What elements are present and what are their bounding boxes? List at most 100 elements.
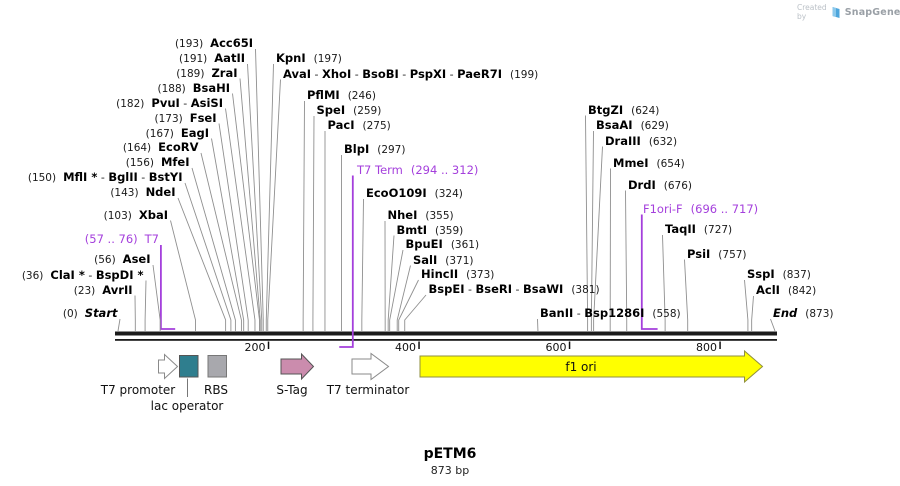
leader-line	[625, 190, 628, 331]
primer-annotation[interactable]	[159, 245, 176, 330]
feature-label-f1-ori: f1 ori	[565, 360, 596, 374]
primer-label[interactable]: T7 Term(294 .. 312)	[357, 162, 479, 177]
leader-line	[302, 100, 305, 331]
restriction-site-label[interactable]: (173)FseI	[154, 110, 217, 125]
restriction-site-label[interactable]: (182)PvuI - AsiSI	[116, 95, 223, 110]
restriction-site-label[interactable]: PsiI(757)	[687, 246, 747, 261]
restriction-site-label[interactable]: (191)AatII	[179, 51, 245, 65]
leader-line	[404, 294, 427, 331]
restriction-site-label[interactable]: KpnI(197)	[276, 51, 342, 65]
restriction-site-label[interactable]: DraIII(632)	[605, 133, 678, 148]
restriction-site-label[interactable]: EcoO109I(324)	[366, 186, 463, 200]
leader-line	[267, 79, 281, 331]
restriction-site-label[interactable]: (164)EcoRV	[122, 140, 199, 154]
primer-label[interactable]: (57 .. 76)T7	[84, 232, 159, 246]
restriction-site-label[interactable]: SspI(837)	[747, 267, 811, 281]
restriction-site-label[interactable]: BspEI - BseRI - BsaWI(381)	[428, 282, 600, 296]
restriction-site-label[interactable]: (167)EagI	[145, 125, 209, 140]
leader-line	[184, 182, 232, 331]
restriction-site-label[interactable]: HincII(373)	[421, 267, 495, 281]
axis-tick-label: 800	[696, 341, 717, 354]
leader-line	[200, 152, 242, 331]
restriction-site-label[interactable]: DrdI(676)	[628, 177, 692, 192]
leader-line	[265, 63, 274, 331]
leader-line	[239, 78, 261, 331]
leader-line	[590, 130, 594, 331]
backbone-line-2	[115, 339, 777, 341]
feature-label-lac-operator: lac operator	[150, 399, 224, 413]
feature-label-rbs: RBS	[204, 383, 228, 397]
axis-tick	[267, 341, 270, 349]
restriction-site-label[interactable]: SpeI(259)	[316, 103, 382, 117]
leader-line	[170, 220, 196, 331]
axis-tick	[418, 341, 420, 349]
backbone-line	[115, 331, 777, 336]
restriction-site-label[interactable]: AclI(842)	[756, 283, 817, 297]
restriction-site-label[interactable]: (103)XbaI	[103, 207, 168, 222]
leader-line	[396, 265, 411, 331]
leader-line	[751, 295, 754, 331]
plasmid-size: 873 bp	[430, 464, 470, 477]
feature-label-s-tag: S-Tag	[276, 383, 308, 397]
plasmid-title: pETM6	[423, 446, 477, 462]
leader-line	[744, 279, 749, 331]
axis-tick	[719, 341, 721, 349]
restriction-site-label[interactable]: (56)AseI	[94, 252, 151, 266]
leader-line	[387, 235, 395, 331]
leader-line	[361, 198, 364, 331]
leader-line	[662, 234, 666, 331]
leader-line	[225, 108, 256, 331]
restriction-site-label[interactable]: PacI(275)	[327, 118, 391, 132]
restriction-site-label[interactable]: (23)AvrII	[73, 282, 133, 297]
axis-tick	[568, 341, 571, 349]
restriction-site-label[interactable]: (143)NdeI	[110, 185, 176, 199]
restriction-site-label[interactable]: BtgZI(624)	[588, 102, 660, 117]
leader-line	[312, 115, 315, 331]
snapgene-logo-icon	[831, 6, 841, 19]
axis-tick-label: 200	[245, 341, 266, 354]
restriction-site-label[interactable]: AvaI - XhoI - BsoBI - PspXI - PaeR7I(199…	[283, 66, 539, 81]
leader-line	[585, 115, 589, 331]
restriction-site-label[interactable]: (193)Acc65I	[174, 36, 253, 50]
restriction-site-label[interactable]: BanII - Bsp1286I(558)	[540, 306, 681, 320]
leader-line	[211, 138, 245, 331]
primer-label[interactable]: F1ori-F(696 .. 717)	[643, 201, 759, 216]
restriction-site-label[interactable]: BlpI(297)	[344, 142, 406, 156]
leader-line	[255, 48, 264, 331]
leader-line	[191, 167, 236, 331]
terminus-label[interactable]: (0)Start	[62, 306, 118, 320]
restriction-site-label[interactable]: TaqII(727)	[665, 222, 733, 236]
terminus-label[interactable]: End(873)	[773, 306, 834, 320]
feature-s-tag[interactable]	[280, 352, 315, 381]
primer-annotation[interactable]	[339, 175, 354, 348]
restriction-site-label[interactable]: BpuEI(361)	[405, 237, 480, 251]
leader-line	[593, 146, 603, 331]
feature-t7-terminator[interactable]	[351, 352, 390, 381]
feature-rbs[interactable]	[207, 355, 227, 378]
feature-lac-operator[interactable]	[179, 355, 199, 378]
restriction-site-label[interactable]: (156)MfeI	[125, 155, 190, 169]
restriction-site-label[interactable]: (150)MflI * - BglII - BstYI	[27, 170, 183, 184]
watermark-created-by: Created by	[797, 3, 827, 21]
leader-line	[218, 123, 249, 331]
restriction-site-label[interactable]: NheI(355)	[387, 208, 454, 222]
restriction-site-label[interactable]: (189)ZraI	[176, 65, 238, 80]
restriction-site-label[interactable]: BmtI(359)	[396, 222, 464, 237]
restriction-site-label[interactable]: BsaAI(629)	[596, 118, 669, 132]
axis-tick-label: 400	[395, 341, 416, 354]
restriction-site-label[interactable]: MmeI(654)	[613, 155, 685, 170]
feature-f1-ori[interactable]	[419, 349, 764, 384]
restriction-site-label[interactable]: SalI(371)	[413, 252, 474, 267]
leader-line	[389, 249, 404, 331]
watermark: Created by SnapGene	[797, 3, 900, 21]
feature-t7-promoter[interactable]	[158, 353, 179, 380]
restriction-site-label[interactable]: PflMI(246)	[307, 88, 376, 102]
primer-annotation[interactable]	[640, 214, 658, 330]
restriction-site-label[interactable]: (36)ClaI * - BspDI *	[21, 267, 144, 282]
watermark-brand: SnapGene	[844, 6, 900, 18]
leader-line	[247, 63, 263, 331]
leader-line	[232, 93, 260, 331]
restriction-site-label[interactable]: (188)BsaHI	[157, 80, 230, 95]
